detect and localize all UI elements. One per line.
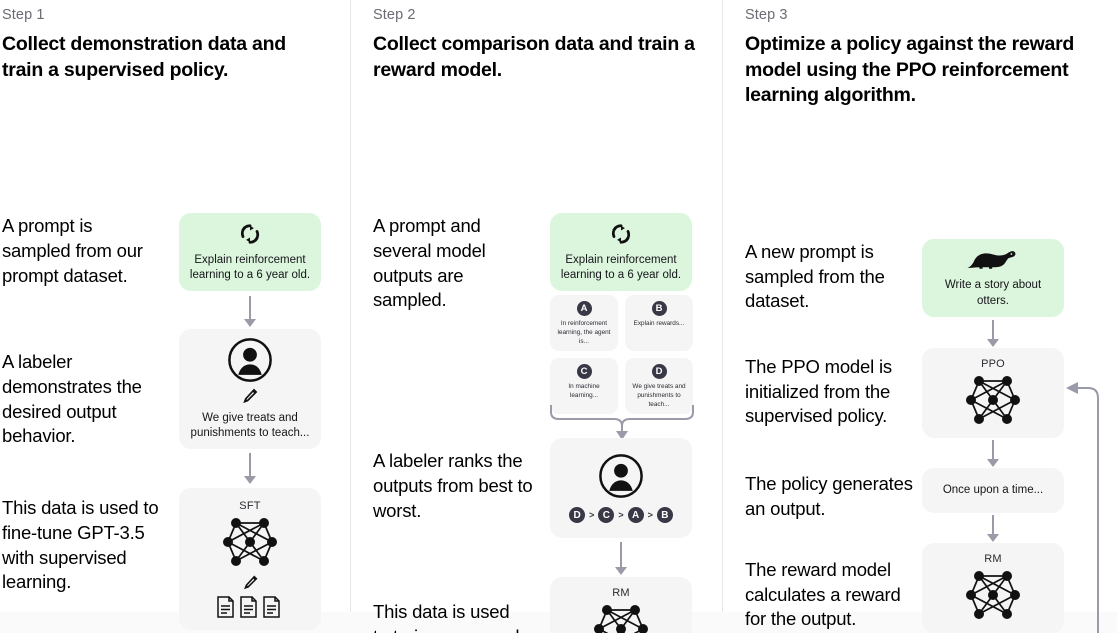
policy-output-card[interactable]: Once upon a time... <box>922 468 1064 514</box>
pencil-icon <box>241 573 260 592</box>
step-label-2: Step 2 <box>373 7 416 23</box>
step-label-1: Step 1 <box>2 7 45 23</box>
rm-model-label-step3: RM <box>984 553 1002 566</box>
model-output-a[interactable]: A In reinforcement learning, the agent i… <box>550 295 618 352</box>
arrow-2-1 <box>615 542 627 576</box>
rank-badge-4: B <box>656 507 673 524</box>
refresh-icon <box>608 221 634 247</box>
refresh-icon <box>237 221 263 247</box>
caption-2-2: A labeler ranks the outputs from best to… <box>373 450 533 521</box>
caption-3-4: The reward model calculates a reward for… <box>745 559 901 630</box>
model-output-b[interactable]: B Explain rewards... <box>625 295 693 352</box>
model-outputs-grid: A In reinforcement learning, the agent i… <box>550 295 693 415</box>
option-badge-c: C <box>576 364 592 380</box>
caption-1-1: A prompt is sampled from our prompt data… <box>2 215 143 286</box>
step-title-3: Optimize a policy against the reward mod… <box>745 33 1075 107</box>
rank-separator-3: > <box>647 510 653 521</box>
sft-model-card[interactable]: SFT <box>179 488 321 631</box>
column-divider-1 <box>350 0 351 612</box>
arrow-3-1 <box>987 320 999 348</box>
person-avatar-icon <box>598 453 644 499</box>
prompt-card-3-text: Write a story about otters. <box>944 279 1042 307</box>
rank-separator-1: > <box>589 510 595 521</box>
neural-network-icon <box>219 514 281 570</box>
neural-network-icon <box>590 601 652 633</box>
person-avatar-icon <box>227 337 273 383</box>
option-badge-d: D <box>651 364 667 380</box>
arrow-1-2 <box>244 453 256 485</box>
rm-model-label-step2: RM <box>612 587 630 600</box>
rank-badge-1: D <box>569 507 586 524</box>
documents-icon <box>216 595 284 619</box>
policy-output-text: Once upon a time... <box>942 484 1044 497</box>
prompt-card-1-text: Explain reinforcement learning to a 6 ye… <box>189 254 311 282</box>
pencil-icon <box>240 386 260 406</box>
prompt-card-2-text: Explain reinforcement learning to a 6 ye… <box>560 254 682 282</box>
step-label-3: Step 3 <box>745 7 788 23</box>
prompt-card-3[interactable]: Write a story about otters. <box>922 239 1064 318</box>
ppo-model-label: PPO <box>981 358 1005 371</box>
model-output-d-text: We give treats and punishments to teach.… <box>632 383 686 408</box>
caption-3-2: The PPO model is initialized from the su… <box>745 356 892 427</box>
model-output-d[interactable]: D We give treats and punishments to teac… <box>625 358 693 415</box>
rank-badge-2: C <box>598 507 615 524</box>
model-output-a-text: In reinforcement learning, the agent is.… <box>557 320 611 345</box>
step-title-2: Collect comparison data and train a rewa… <box>373 33 695 81</box>
caption-1-3: This data is used to fine-tune GPT-3.5 w… <box>2 497 159 593</box>
model-output-c[interactable]: C In machine learning... <box>550 358 618 415</box>
labeler-rank-card[interactable]: D > C > A > B <box>550 438 692 539</box>
caption-3-1: A new prompt is sampled from the dataset… <box>745 241 885 312</box>
option-badge-b: B <box>651 301 667 317</box>
column-step-1: Step 1 Collect demonstration data and tr… <box>0 0 350 631</box>
step-title-1: Collect demonstration data and train a s… <box>2 33 286 81</box>
otter-icon <box>965 247 1021 273</box>
option-badge-a: A <box>576 301 592 317</box>
rank-badge-3: A <box>627 507 644 524</box>
arrow-3-3 <box>987 515 999 543</box>
labeler-ranking-row: D > C > A > B <box>569 507 673 524</box>
caption-1-2: A labeler demonstrates the desired outpu… <box>2 351 142 447</box>
merge-brace-connector <box>547 403 697 441</box>
column-divider-2 <box>722 0 723 612</box>
caption-2-3: This data is used to train our reward mo… <box>373 601 520 633</box>
reward-to-policy-loop-arrow <box>1056 374 1106 633</box>
model-output-b-text: Explain rewards... <box>633 320 685 328</box>
arrow-3-2 <box>987 440 999 468</box>
column-step-2: Step 2 Collect comparison data and train… <box>351 0 722 633</box>
rm-model-card-step3[interactable]: RM <box>922 543 1064 633</box>
prompt-card-2[interactable]: Explain reinforcement learning to a 6 ye… <box>550 213 692 292</box>
labeler-card-1-text: We give treats and punishments to teach.… <box>190 412 310 440</box>
column-step-3: Step 3 Optimize a policy against the rew… <box>723 0 1117 633</box>
caption-2-1: A prompt and several model outputs are s… <box>373 215 486 311</box>
neural-network-icon <box>962 372 1024 428</box>
labeler-card-1[interactable]: We give treats and punishments to teach.… <box>179 329 321 450</box>
arrow-1-1 <box>244 296 256 328</box>
neural-network-icon <box>962 567 1024 623</box>
rm-model-card-step2[interactable]: RM <box>550 577 692 633</box>
rank-separator-2: > <box>618 510 624 521</box>
caption-3-3: The policy generates an output. <box>745 473 913 519</box>
ppo-model-card[interactable]: PPO <box>922 348 1064 439</box>
sft-model-label: SFT <box>239 499 261 512</box>
model-output-c-text: In machine learning... <box>568 383 600 400</box>
prompt-card-1[interactable]: Explain reinforcement learning to a 6 ye… <box>179 213 321 292</box>
